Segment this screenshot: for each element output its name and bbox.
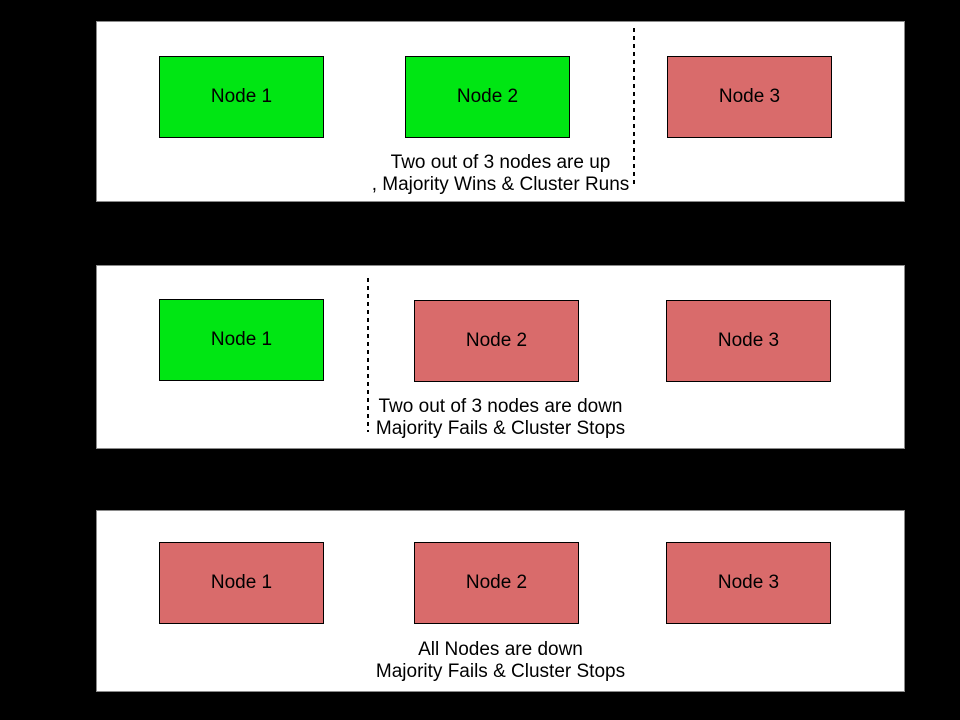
node-box-2: Node 2 <box>405 56 570 138</box>
panel-two-nodes-down: Node 1 Node 2 Node 3 Two out of 3 nodes … <box>96 265 905 449</box>
partition-divider-line <box>367 278 369 432</box>
node-label: Node 2 <box>465 572 528 593</box>
panel-all-nodes-down: Node 1 Node 2 Node 3 All Nodes are down … <box>96 510 905 692</box>
node-label: Node 1 <box>210 572 273 593</box>
node-label: Node 3 <box>717 572 780 593</box>
caption-line: Majority Fails & Cluster Stops <box>375 418 626 439</box>
partition-divider-line <box>633 28 635 186</box>
node-box-3: Node 3 <box>666 542 831 624</box>
caption-line: Two out of 3 nodes are up <box>390 152 611 173</box>
node-box-3: Node 3 <box>666 300 831 382</box>
caption-line: , Majority Wins & Cluster Runs <box>371 174 630 195</box>
node-label: Node 1 <box>210 329 273 350</box>
node-label: Node 3 <box>718 86 781 107</box>
node-label: Node 1 <box>210 86 273 107</box>
node-box-3: Node 3 <box>667 56 832 138</box>
node-label: Node 3 <box>717 330 780 351</box>
node-label: Node 2 <box>456 86 519 107</box>
node-box-1: Node 1 <box>159 299 324 381</box>
panel-two-nodes-up: Node 1 Node 2 Node 3 Two out of 3 nodes … <box>96 21 905 202</box>
panel-caption: Two out of 3 nodes are down Majority Fai… <box>97 396 904 440</box>
panel-caption: All Nodes are down Majority Fails & Clus… <box>97 639 904 683</box>
caption-line: All Nodes are down <box>418 639 583 660</box>
caption-line: Two out of 3 nodes are down <box>378 396 623 417</box>
caption-line: Majority Fails & Cluster Stops <box>375 661 626 682</box>
node-box-1: Node 1 <box>159 56 324 138</box>
panel-caption: Two out of 3 nodes are up , Majority Win… <box>97 152 904 196</box>
node-box-2: Node 2 <box>414 542 579 624</box>
node-label: Node 2 <box>465 330 528 351</box>
node-box-1: Node 1 <box>159 542 324 624</box>
node-box-2: Node 2 <box>414 300 579 382</box>
